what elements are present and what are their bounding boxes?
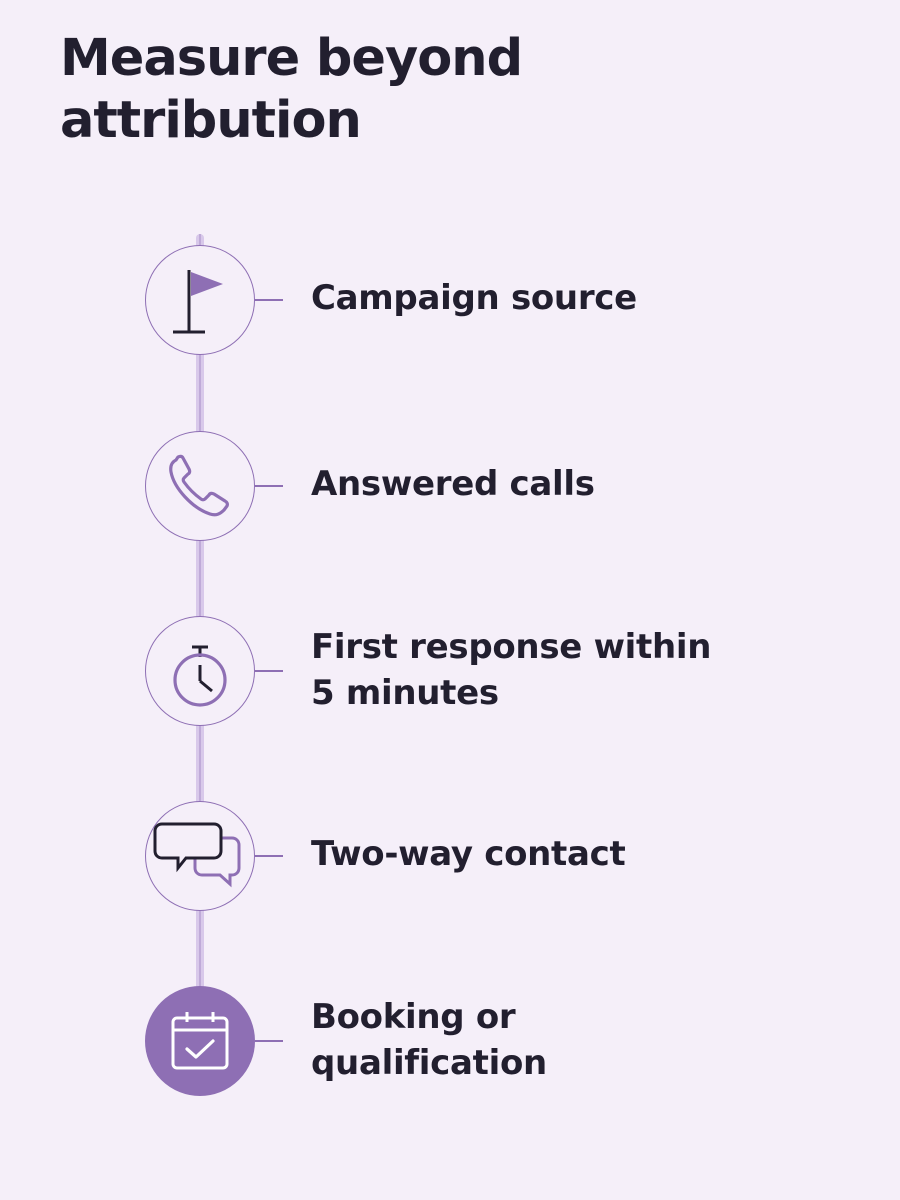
step-icon-circle [145,801,255,911]
step-icon-circle-active [145,986,255,1096]
step-label: Campaign source [311,278,637,318]
page-title: Measure beyond attribution [60,29,523,150]
stopwatch-icon [165,631,235,711]
step-connector [255,1040,283,1042]
step-icon-circle [145,431,255,541]
timeline-step-answered-calls: Answered calls [0,431,900,541]
step-connector [255,855,283,857]
step-label: Booking or qualification [311,997,547,1083]
timeline-step-first-response: First response within 5 minutes [0,616,900,726]
timeline-step-booking: Booking or qualification [0,986,900,1096]
step-connector [255,485,283,487]
step-connector [255,299,283,301]
chat-bubbles-icon [148,816,252,896]
step-label: Two-way contact [311,834,626,874]
flag-icon [165,260,235,340]
step-label: Answered calls [311,464,595,504]
timeline-step-campaign-source: Campaign source [0,245,900,355]
timeline-step-two-way-contact: Two-way contact [0,801,900,911]
step-icon-circle [145,245,255,355]
step-label: First response within 5 minutes [311,627,712,713]
step-connector [255,670,283,672]
phone-icon [162,448,238,524]
step-icon-circle [145,616,255,726]
calendar-check-icon [165,1006,235,1076]
